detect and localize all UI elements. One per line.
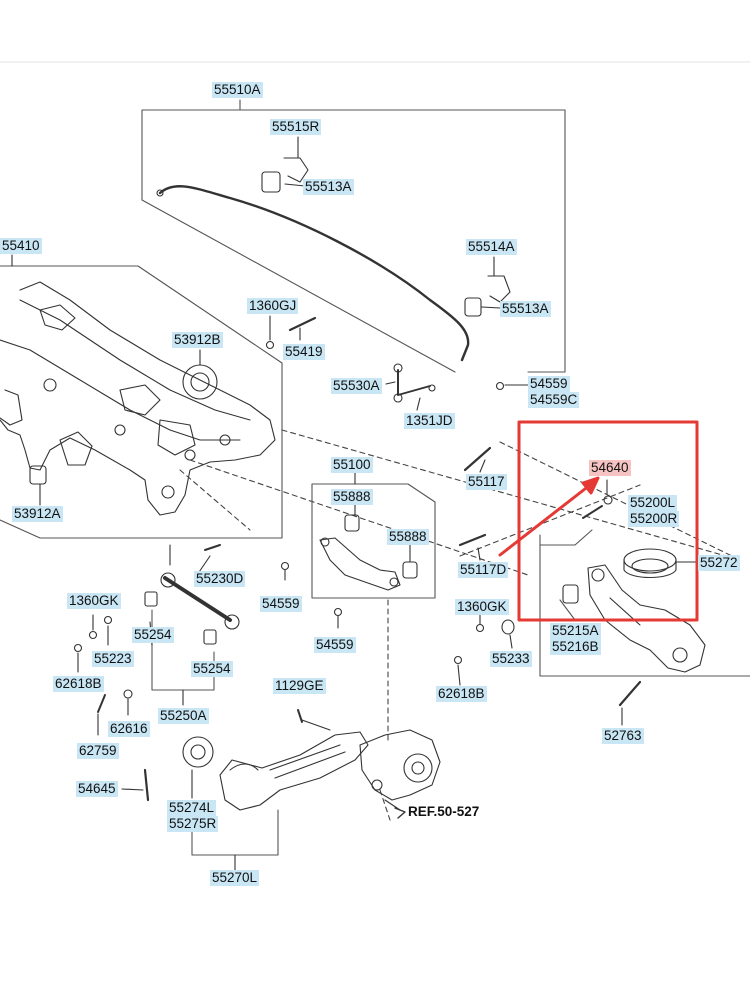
lower-control-arm-group	[453, 479, 750, 726]
part-label-55250A: 55250A	[158, 708, 209, 724]
crossmember-group	[0, 254, 317, 539]
knuckle-hub-group	[359, 729, 441, 819]
reference-label: REF.50-527	[408, 804, 480, 819]
highlight-callout	[498, 420, 699, 622]
part-label-55530A: 55530A	[331, 378, 382, 394]
part-label-54559: 54559	[314, 637, 356, 653]
bushing-53912B	[182, 364, 218, 400]
part-label-62759: 62759	[77, 743, 119, 759]
bushing-upper-left	[261, 157, 309, 193]
part-label-55272: 55272	[698, 555, 740, 571]
part-label-55254: 55254	[191, 661, 233, 677]
part-label-55515R: 55515R	[270, 119, 322, 135]
assembly-guide-lines	[179, 429, 741, 821]
part-label-55410: 55410	[0, 238, 42, 254]
part-label-54559C: 54559C	[528, 392, 580, 408]
part-label-1351JD: 1351JD	[404, 413, 455, 429]
part-label-62616: 62616	[108, 721, 150, 737]
callout-arrow-head	[581, 476, 600, 495]
part-label-55216B: 55216B	[550, 639, 601, 655]
part-label-55230D: 55230D	[194, 571, 246, 587]
part-label-55117: 55117	[466, 474, 507, 490]
part-label-55200L: 55200L	[628, 495, 678, 511]
part-label-55100: 55100	[331, 457, 373, 473]
part-label-53912A: 53912A	[12, 506, 63, 522]
part-label-55274L: 55274L	[167, 800, 217, 816]
part-label-55254: 55254	[132, 627, 174, 643]
bushing-53912A	[29, 465, 47, 485]
part-label-54640: 54640	[589, 460, 631, 476]
part-label-55888: 55888	[331, 489, 373, 505]
part-label-62618B: 62618B	[53, 676, 104, 692]
callout-arrow-shaft	[498, 483, 592, 557]
part-label-54559: 54559	[260, 596, 302, 612]
lower-link-group	[73, 544, 240, 736]
part-label-55888: 55888	[387, 529, 429, 545]
part-label-55200R: 55200R	[628, 511, 680, 527]
highlight-box	[517, 420, 699, 622]
part-label-55275R: 55275R	[167, 816, 219, 832]
part-label-55223: 55223	[92, 651, 134, 667]
part-label-52763: 52763	[602, 728, 644, 744]
stabilizer-bar-group	[141, 99, 566, 373]
part-label-55513A: 55513A	[303, 179, 354, 195]
bushing-upper-right	[464, 275, 511, 317]
part-label-55514A: 55514A	[466, 239, 517, 255]
part-label-55215A: 55215A	[550, 623, 601, 639]
upper-arm-group	[280, 446, 492, 629]
part-label-62618B: 62618B	[436, 686, 487, 702]
part-label-55513A: 55513A	[500, 301, 551, 317]
part-label-1360GK: 1360GK	[67, 593, 121, 609]
part-label-53912B: 53912B	[172, 332, 223, 348]
part-label-54645: 54645	[76, 781, 118, 797]
trailing-arm-group	[121, 709, 369, 871]
part-label-1129GE: 1129GE	[273, 678, 326, 694]
part-label-55510A: 55510A	[212, 82, 263, 98]
part-label-55419: 55419	[283, 344, 325, 360]
stabilizer-link-group	[385, 363, 529, 411]
part-label-55270L: 55270L	[210, 870, 260, 886]
part-label-1360GK: 1360GK	[455, 599, 509, 615]
part-label-55117D: 55117D	[458, 562, 509, 578]
part-label-55233: 55233	[490, 651, 532, 667]
spring-seat-55272	[623, 548, 677, 579]
part-label-1360GJ: 1360GJ	[247, 298, 299, 314]
part-label-54559: 54559	[528, 376, 570, 392]
